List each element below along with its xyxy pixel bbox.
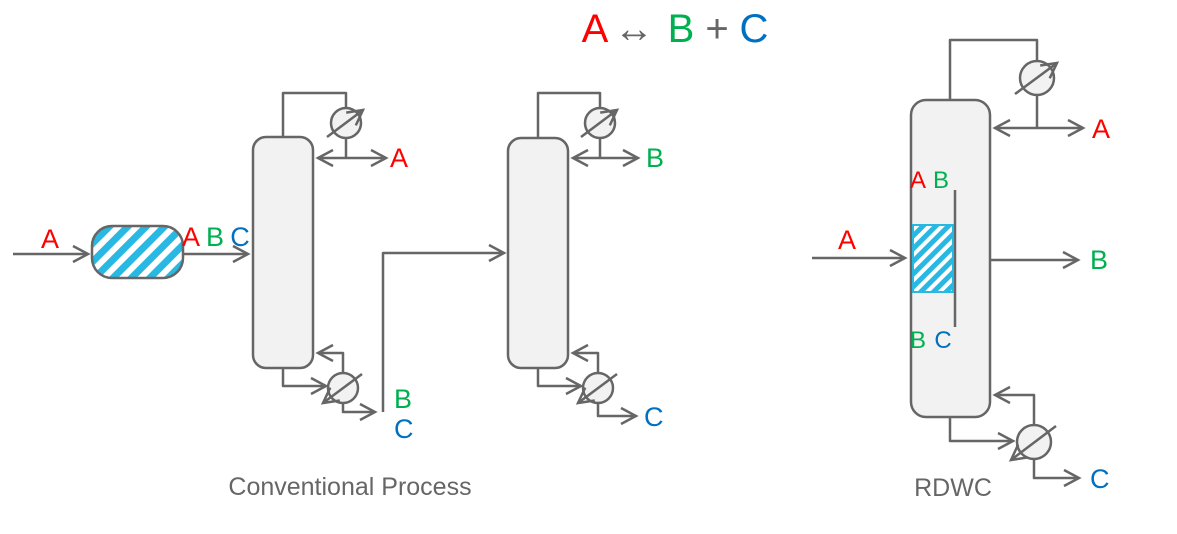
feed-stream-label: A [41,224,59,254]
rdwc-overhead-line [948,38,1039,100]
conventional-process-caption: Conventional Process [228,473,471,501]
rdwc-vapor-return-line [992,385,1036,425]
equation-product-c: C [740,7,769,51]
column1-overhead-line [281,91,348,137]
column2-distillate-label: B [646,143,664,173]
equation-plus-sign: + [705,7,728,51]
distillation-column-2 [506,136,570,370]
reboiler-icon [1008,423,1057,462]
reactor-outlet-label-a: A [182,222,200,252]
column1-bottoms-label-c: C [394,414,414,444]
column1-distillate-label: A [390,143,408,173]
equation-equilibrium-arrow-icon: ↔ [614,7,654,51]
column2-bottoms-label: C [644,402,664,432]
rdwc-side-draw-label: B [1090,245,1108,275]
rdwc-caption: RDWC [914,474,992,502]
rdwc-bottoms-inlet-line [948,417,1016,451]
equation-product-b: B [668,7,695,51]
condenser-icon [580,106,620,140]
distillation-column-1 [251,135,315,370]
column2-bottoms-inlet-line [536,368,584,396]
rdwc-feed-label: A [838,225,856,255]
column2-bottoms-line [596,403,639,426]
column2-overhead-line [536,91,602,138]
reboiler-icon [320,371,363,405]
rdwc-process: A A B B C A B C RDWC [812,38,1110,502]
condenser-icon [1014,59,1060,97]
column2-vapor-return-line [570,343,600,373]
column1-bottoms-line [341,402,378,422]
conventional-process: A A B C A B C [13,91,664,501]
reaction-equation: A ↔ B + C [582,7,769,51]
rdwc-bottoms-label: C [1090,464,1110,494]
rdwc-bottoms-line [1032,459,1082,488]
column1-bottoms-label-b: B [394,384,412,414]
column1-bottoms-inlet-line [281,368,329,396]
intercolumn-stream-line [381,243,507,412]
reactor-vessel [90,224,185,280]
rdwc-reactive-zone [912,224,954,293]
equation-reactant-a: A [582,7,609,51]
rdwc-wall-bottom-label-b: B [910,327,926,354]
reactor-outlet-label-b: B [206,222,224,252]
reactor-outlet-label-c: C [230,222,250,252]
rdwc-wall-top-label-a: A [910,167,926,194]
condenser-icon [326,106,366,140]
column1-vapor-return-line [315,343,345,373]
rdwc-distillate-label: A [1092,114,1110,144]
reboiler-icon [575,371,618,405]
rdwc-wall-bottom-label-c: C [934,327,951,354]
rdwc-wall-top-label-b: B [933,167,949,194]
